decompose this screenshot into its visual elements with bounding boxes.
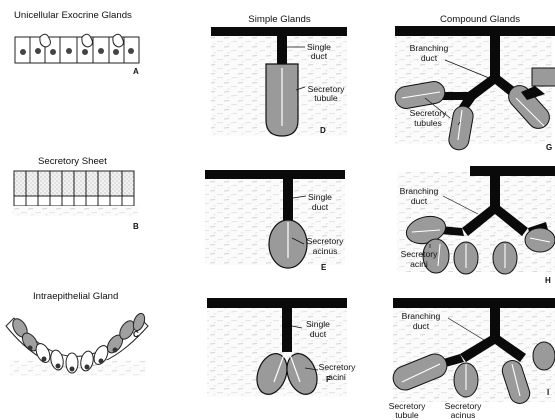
- label-h-branching-line2: duct: [394, 197, 444, 206]
- label-i-branching-line2: duct: [396, 322, 446, 331]
- label-e-duct-line2: duct: [302, 203, 338, 212]
- panel-a-epithelium: [15, 34, 139, 63]
- label-g-tubules-line1: Secretory: [403, 109, 453, 118]
- label-f-acini-line2: acini: [314, 373, 360, 382]
- panel-b-sheet: [12, 171, 138, 216]
- panel-letter-h: H: [545, 276, 551, 285]
- label-e-acinus-line1: Secretory: [302, 237, 348, 246]
- header-unicellular: Unicellular Exocrine Glands: [14, 11, 132, 20]
- panel-letter-b: B: [133, 222, 139, 231]
- label-g-tubules-line2: tubules: [403, 119, 453, 128]
- label-h-acini-line1: Secretory: [396, 250, 442, 259]
- label-f-duct-line2: duct: [300, 330, 336, 339]
- label-d-duct-line2: duct: [301, 52, 337, 61]
- header-simple-glands: Simple Glands: [212, 15, 347, 24]
- panel-letter-d: D: [320, 126, 326, 135]
- panel-letter-g: G: [546, 143, 552, 152]
- panel-letter-c: C: [133, 330, 139, 339]
- header-intraepithelial: Intraepithelial Gland: [33, 292, 118, 301]
- panel-letter-i: I: [547, 388, 549, 397]
- label-e-duct-line1: Single: [302, 193, 338, 202]
- label-f-duct-line1: Single: [300, 320, 336, 329]
- header-secretory-sheet: Secretory Sheet: [38, 157, 107, 166]
- label-h-branching-line1: Branching: [394, 187, 444, 196]
- label-d-tubule-line2: tubule: [303, 94, 349, 103]
- header-compound-glands: Compound Glands: [410, 15, 550, 24]
- label-e-acinus-line2: acinus: [302, 247, 348, 256]
- panel-letter-a: A: [133, 67, 139, 76]
- label-g-branching-line1: Branching: [404, 44, 454, 53]
- label-i-branching-line1: Branching: [396, 312, 446, 321]
- label-f-acini-line1: Secretory: [314, 363, 360, 372]
- panel-letter-e: E: [321, 263, 326, 272]
- label-g-branching-line2: duct: [404, 54, 454, 63]
- label-h-acini-line2: acini: [396, 260, 442, 269]
- panel-c-gland: [6, 312, 148, 376]
